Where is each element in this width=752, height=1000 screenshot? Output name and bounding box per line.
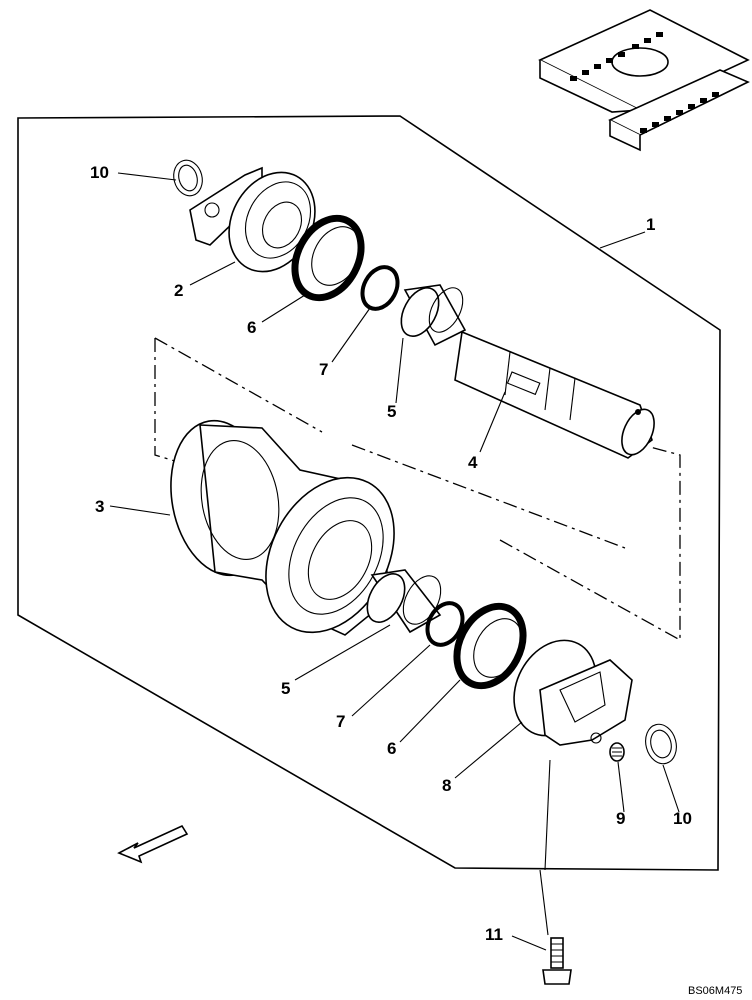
callout-4: 4 xyxy=(468,453,478,472)
callout-7-upper: 7 xyxy=(319,360,328,379)
callout-5-lower: 5 xyxy=(281,679,290,698)
direction-arrow-icon xyxy=(117,824,189,864)
callout-1: 1 xyxy=(646,215,655,234)
collar-lower xyxy=(513,639,633,746)
callout-9: 9 xyxy=(616,809,625,828)
snap-ring-bottom xyxy=(645,723,677,765)
callout-3: 3 xyxy=(95,497,104,516)
assembly-outline xyxy=(17,115,721,871)
callout-labels: 1 2 3 4 5 5 6 6 7 7 8 9 10 10 11 xyxy=(90,163,692,944)
bushing-lower xyxy=(366,569,442,634)
roller xyxy=(170,419,395,636)
callout-7-lower: 7 xyxy=(336,712,345,731)
oring-lower xyxy=(425,601,465,647)
callout-8: 8 xyxy=(442,776,451,795)
callout-2: 2 xyxy=(174,281,183,300)
callout-10-bottom: 10 xyxy=(673,809,692,828)
snap-ring-top xyxy=(173,159,203,197)
seal-lower xyxy=(453,602,527,690)
seal-upper xyxy=(291,214,365,302)
callout-11: 11 xyxy=(485,925,503,944)
track-frame-icon xyxy=(538,9,750,152)
callout-5-upper: 5 xyxy=(387,402,396,421)
bolt xyxy=(542,937,572,985)
callout-10-top: 10 xyxy=(90,163,109,182)
callout-6-upper: 6 xyxy=(247,318,256,337)
callout-6-lower: 6 xyxy=(387,739,396,758)
reference-code: BS06M475 xyxy=(688,985,742,997)
oring-upper xyxy=(360,265,400,311)
center-lines xyxy=(154,337,681,642)
plug xyxy=(609,742,625,762)
leader-lines xyxy=(109,172,680,951)
bushing-upper xyxy=(400,284,467,347)
shaft xyxy=(454,330,655,459)
